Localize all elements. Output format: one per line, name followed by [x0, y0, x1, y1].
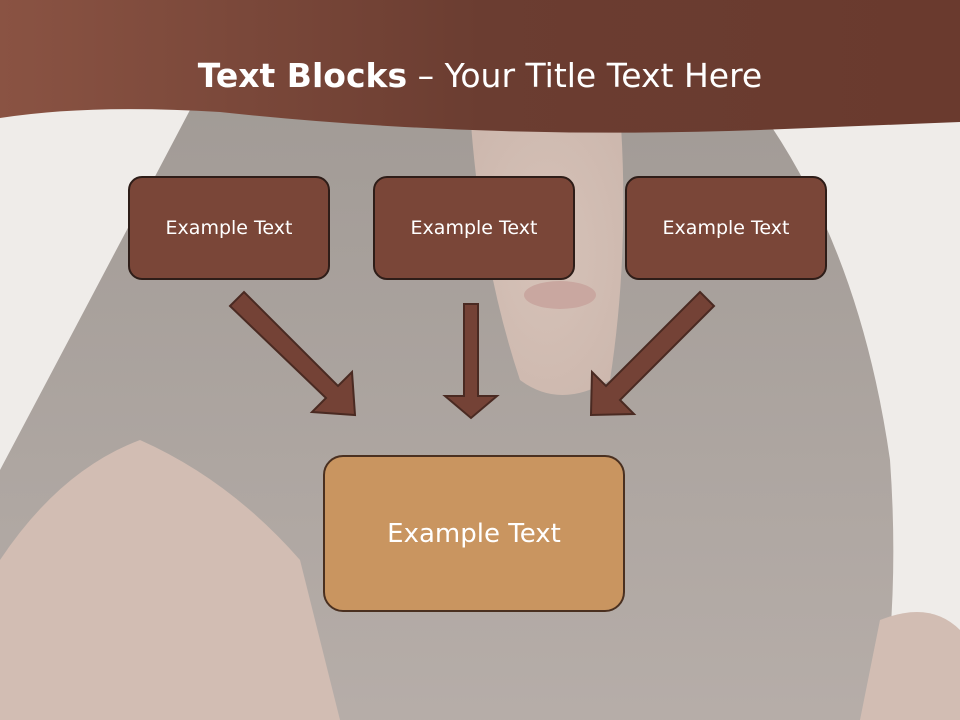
- text-block-center: Example Text: [373, 176, 575, 280]
- title-rest: Your Title Text Here: [444, 56, 763, 95]
- title-bold: Text Blocks: [197, 56, 408, 95]
- text-block-left: Example Text: [128, 176, 330, 280]
- text-block-left-label: Example Text: [165, 217, 293, 239]
- text-block-bottom-label: Example Text: [387, 518, 561, 549]
- text-block-right-label: Example Text: [662, 217, 790, 239]
- text-block-center-label: Example Text: [410, 217, 538, 239]
- title-dash: –: [407, 56, 445, 95]
- slide-title: Text Blocks – Your Title Text Here: [0, 48, 960, 104]
- text-block-right: Example Text: [625, 176, 827, 280]
- text-block-bottom: Example Text: [323, 455, 625, 612]
